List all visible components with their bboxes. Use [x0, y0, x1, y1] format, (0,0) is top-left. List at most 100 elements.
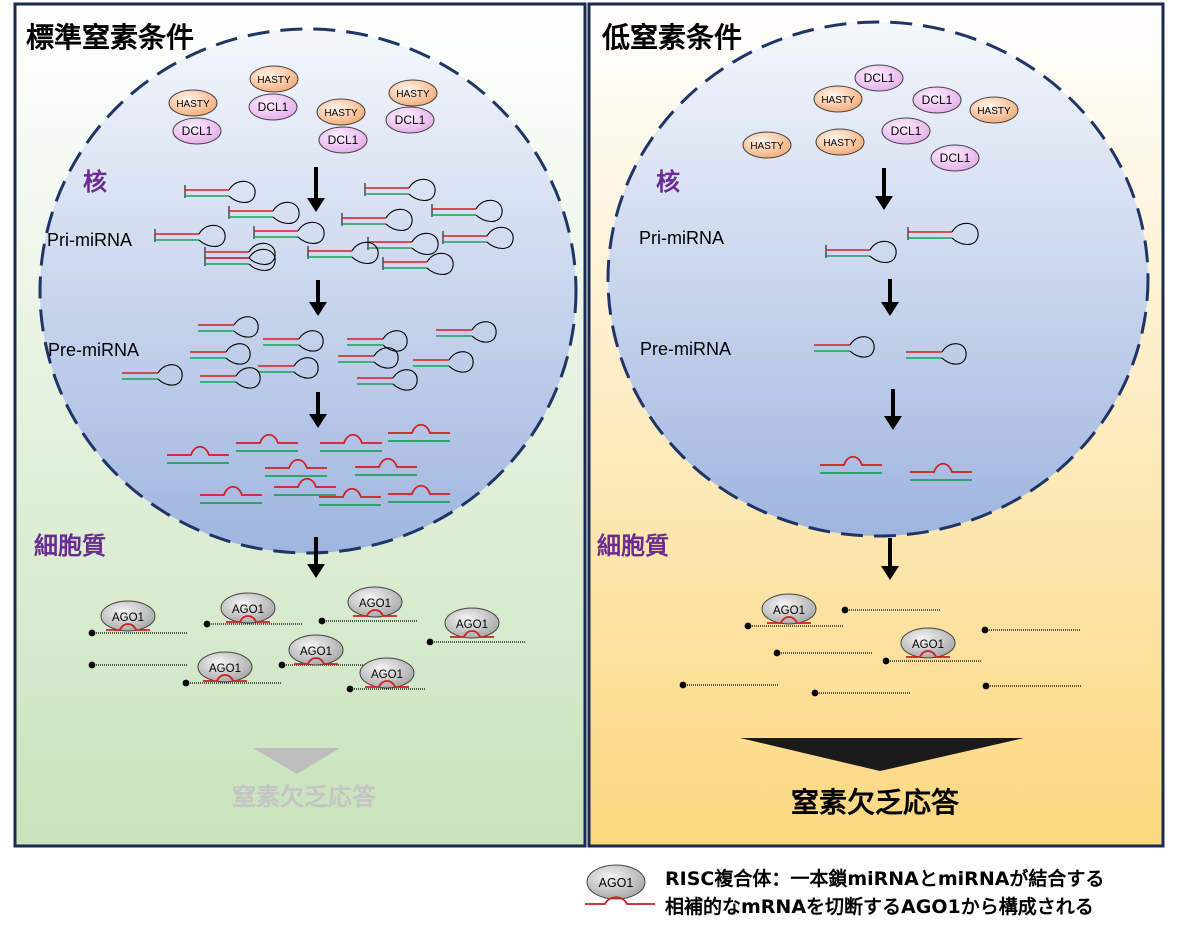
right-hasty-protein — [969, 96, 1019, 124]
right-pre-label: Pre-miRNA — [640, 339, 731, 359]
mature-mirna-red-strand — [274, 477, 336, 488]
left-ago1-mirna — [203, 674, 247, 682]
pre-mirna-loop — [298, 330, 324, 352]
left-dcl1-protein — [248, 93, 298, 121]
mrna-cap — [182, 679, 190, 687]
mature-mirna-red-strand — [910, 462, 972, 473]
left-ago1-body — [359, 657, 415, 689]
left-ago1-body — [444, 607, 500, 639]
mature-mirna-red-strand — [355, 457, 417, 468]
mrna-cap — [773, 649, 781, 657]
pre-mirna-loop — [448, 351, 474, 373]
left-dcl1-protein — [318, 126, 368, 154]
right-ago1-mirna — [906, 650, 950, 658]
mrna-cap — [426, 638, 434, 646]
right-dcl1-label: DCL1 — [922, 93, 953, 107]
left-ago1-mirna — [226, 615, 270, 623]
pre-mirna-loop — [233, 316, 259, 338]
right-cytoplasm-label: 細胞質 — [597, 532, 669, 560]
left-ago1-label: AGO1 — [232, 604, 264, 616]
pri-mirna-loop — [248, 248, 276, 272]
right-hasty-protein — [742, 131, 792, 159]
mrna-cap — [203, 620, 211, 628]
right-hasty-label: HASTY — [823, 138, 857, 149]
right-ago1-mirna — [767, 616, 811, 624]
right-nucleus-label: 核 — [656, 168, 680, 196]
mrna-cap — [882, 657, 890, 665]
left-dcl1-label: DCL1 — [258, 100, 289, 114]
right-hasty-protein — [813, 85, 863, 113]
mature-mirna-red-strand — [265, 458, 327, 469]
pre-mirna-loop — [225, 343, 251, 365]
process-arrow-head — [875, 196, 893, 210]
mature-mirna-red-strand — [388, 423, 450, 434]
left-ago1-mirna — [450, 630, 494, 638]
right-dcl1-protein — [881, 117, 931, 145]
mrna-cap — [88, 661, 96, 669]
mrna-cap — [982, 682, 990, 690]
left-ago1-label: AGO1 — [209, 663, 241, 675]
pri-mirna-loop — [475, 199, 503, 223]
left-ago1-body — [220, 592, 276, 624]
left-ago1-body — [288, 634, 344, 666]
left-cytoplasm-label: 細胞質 — [34, 532, 106, 560]
pre-mirna-loop — [157, 364, 183, 386]
pre-mirna-loop — [373, 347, 399, 369]
right-title: 低窒素条件 — [601, 21, 742, 54]
mature-mirna-red-strand — [820, 455, 882, 466]
left-dcl1-protein — [385, 106, 435, 134]
left-dcl1-label: DCL1 — [182, 124, 213, 138]
right-hasty-protein — [815, 128, 865, 156]
pre-mirna-loop — [382, 330, 408, 352]
left-ago1-mirna — [106, 623, 150, 631]
right-dcl1-protein — [854, 64, 904, 92]
mrna-cap — [981, 626, 989, 634]
left-ago1-body — [197, 651, 253, 683]
legend-mirna-strand — [585, 896, 655, 905]
mature-mirna-red-strand — [319, 487, 381, 498]
pri-mirna-loop — [486, 226, 514, 250]
pri-mirna-loop — [272, 201, 300, 225]
right-ago1-label: AGO1 — [912, 639, 944, 651]
process-arrow-head — [307, 564, 325, 578]
pri-mirna-loop — [198, 224, 226, 248]
left-ago1-body — [100, 600, 156, 632]
mrna-cap — [346, 685, 354, 693]
left-hasty-protein — [168, 89, 218, 117]
left-ago1-label: AGO1 — [456, 619, 488, 631]
pre-mirna-loop — [849, 336, 875, 358]
left-pre-label: Pre-miRNA — [48, 340, 139, 360]
left-ago1-body — [347, 586, 403, 618]
mrna-cap — [841, 606, 849, 614]
right-ago1-body — [761, 593, 817, 625]
pri-mirna-loop — [426, 252, 454, 276]
pre-mirna-loop — [941, 343, 967, 365]
mrna-cap — [744, 622, 752, 630]
left-ago1-label: AGO1 — [300, 646, 332, 658]
legend-ago1-label: AGO1 — [599, 876, 634, 890]
legend-line-2: 相補的なmRNAを切断するAGO1から構成される — [665, 895, 1094, 918]
mature-mirna-red-strand — [200, 485, 262, 496]
mature-mirna-red-strand — [167, 445, 229, 456]
pri-mirna-loop — [351, 241, 379, 265]
right-ago1-label: AGO1 — [773, 605, 805, 617]
left-title: 標準窒素条件 — [26, 21, 194, 54]
left-pri-label: Pri-miRNA — [47, 230, 132, 250]
left-hasty-protein — [316, 98, 366, 126]
left-response-label: 窒素欠乏応答 — [232, 783, 377, 811]
right-dcl1-label: DCL1 — [864, 71, 895, 85]
left-nucleus — [38, 27, 578, 555]
left-ago1-mirna — [353, 609, 397, 617]
mrna-cap — [88, 629, 96, 637]
pri-mirna-loop — [408, 178, 436, 202]
pri-mirna-loop — [411, 232, 439, 256]
mature-mirna-red-strand — [320, 433, 382, 444]
process-arrow-head — [309, 414, 327, 428]
pre-mirna-loop — [471, 321, 497, 343]
mrna-cap — [811, 689, 819, 697]
legend-line-1: RISC複合体：一本鎖miRNAとmiRNAが結合する — [665, 867, 1104, 890]
mature-mirna-red-strand — [388, 484, 450, 495]
left-ago1-label: AGO1 — [371, 669, 403, 681]
right-hasty-label: HASTY — [821, 95, 855, 106]
